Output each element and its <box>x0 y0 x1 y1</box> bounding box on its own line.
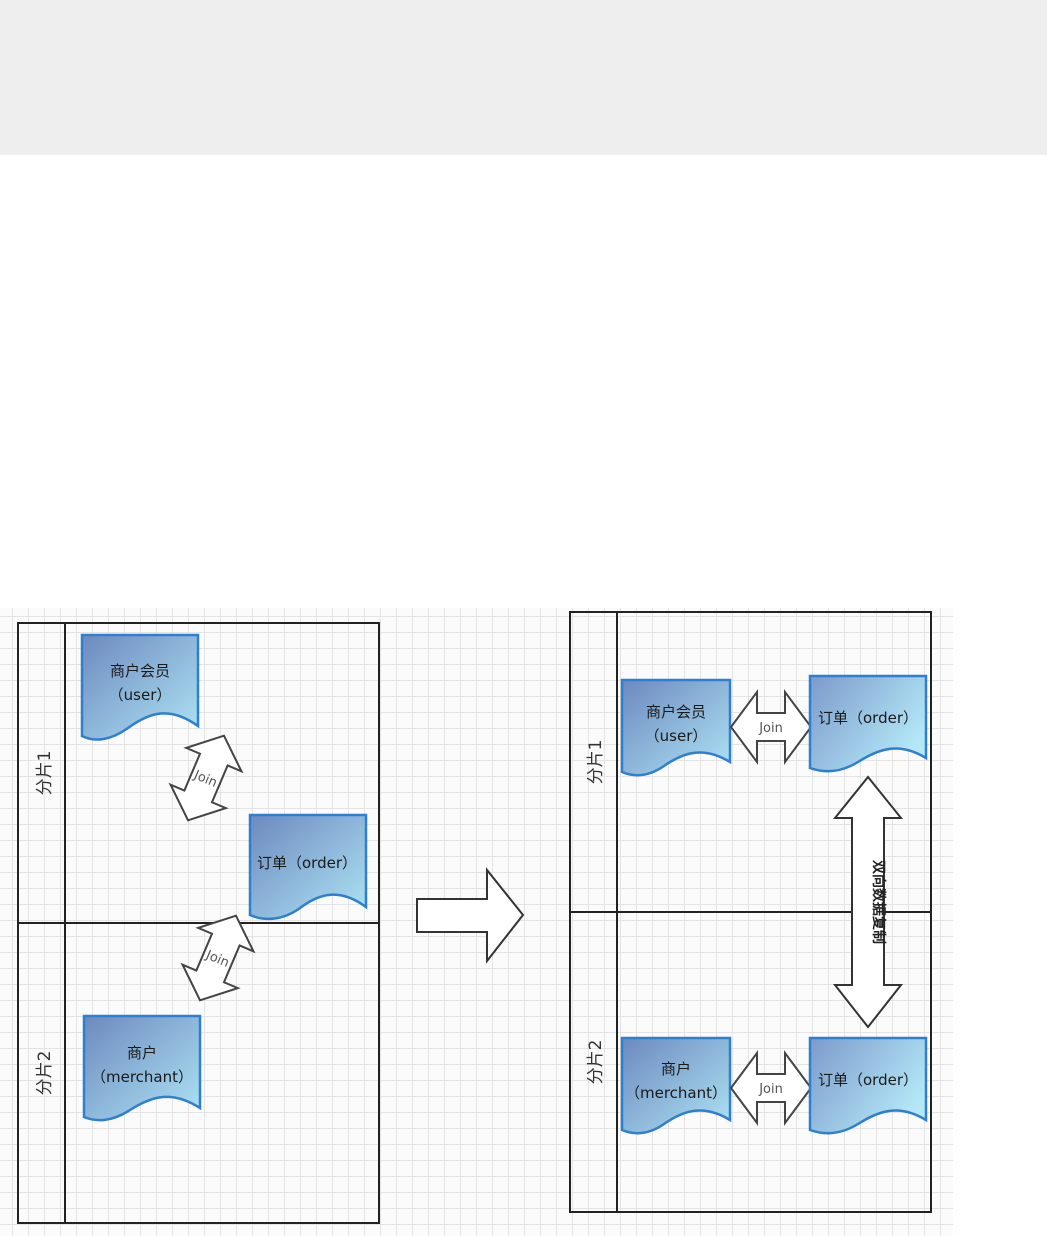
right-shard1-join-label: Join <box>758 721 783 736</box>
left-user-doc-title: 商户会员 <box>110 662 170 680</box>
right-arrow-icon <box>416 867 525 964</box>
right-lane-label-shard2: 分片2 <box>586 1040 606 1085</box>
left-lane-label-shard2: 分片2 <box>35 1051 55 1096</box>
right-lane-label-shard1: 分片1 <box>586 740 606 785</box>
left-diagram: 分片1 分片2 商户会员 （user） 订单（order） 商户 （mercha… <box>17 622 380 1224</box>
left-order-doc: 订单（order） <box>248 813 368 921</box>
right-shard2-merchant-doc: 商户 （merchant） <box>620 1036 732 1135</box>
right-shard2-join-label: Join <box>758 1082 783 1097</box>
left-merchant-doc-subtitle: （merchant） <box>91 1068 193 1086</box>
left-join-arrow-2: Join <box>180 914 256 1002</box>
top-banner <box>0 0 1047 155</box>
right-shard2-merchant-title: 商户 <box>661 1060 691 1078</box>
right-shard2-order-doc: 订单（order） <box>808 1036 928 1135</box>
right-shard2-merchant-subtitle: （merchant） <box>625 1084 727 1102</box>
left-merchant-doc: 商户 （merchant） <box>82 1014 202 1122</box>
left-user-doc-subtitle: （user） <box>109 686 172 704</box>
right-shard1-order-doc: 订单（order） <box>808 674 928 773</box>
right-diagram: 分片1 分片2 商户会员 （user） Join 订单（order） 双向数据复… <box>569 611 932 1213</box>
left-merchant-doc-title: 商户 <box>127 1044 157 1062</box>
right-shard2-join-arrow: Join <box>729 1049 813 1127</box>
right-shard2-order-title: 订单（order） <box>818 1071 918 1089</box>
replication-arrow: 双向数据复制 <box>832 775 904 1029</box>
replication-label: 双向数据复制 <box>870 860 887 944</box>
right-shard1-order-title: 订单（order） <box>818 709 918 727</box>
right-shard1-user-doc: 商户会员 （user） <box>620 678 732 777</box>
left-lane-label-shard1: 分片1 <box>35 751 55 796</box>
left-user-doc: 商户会员 （user） <box>80 633 200 741</box>
right-shard1-join-arrow: Join <box>729 688 813 766</box>
right-shard1-user-subtitle: （user） <box>645 727 708 745</box>
right-shard1-user-title: 商户会员 <box>646 703 706 721</box>
left-join-arrow-1: Join <box>168 734 244 822</box>
left-order-doc-title: 订单（order） <box>257 854 357 872</box>
